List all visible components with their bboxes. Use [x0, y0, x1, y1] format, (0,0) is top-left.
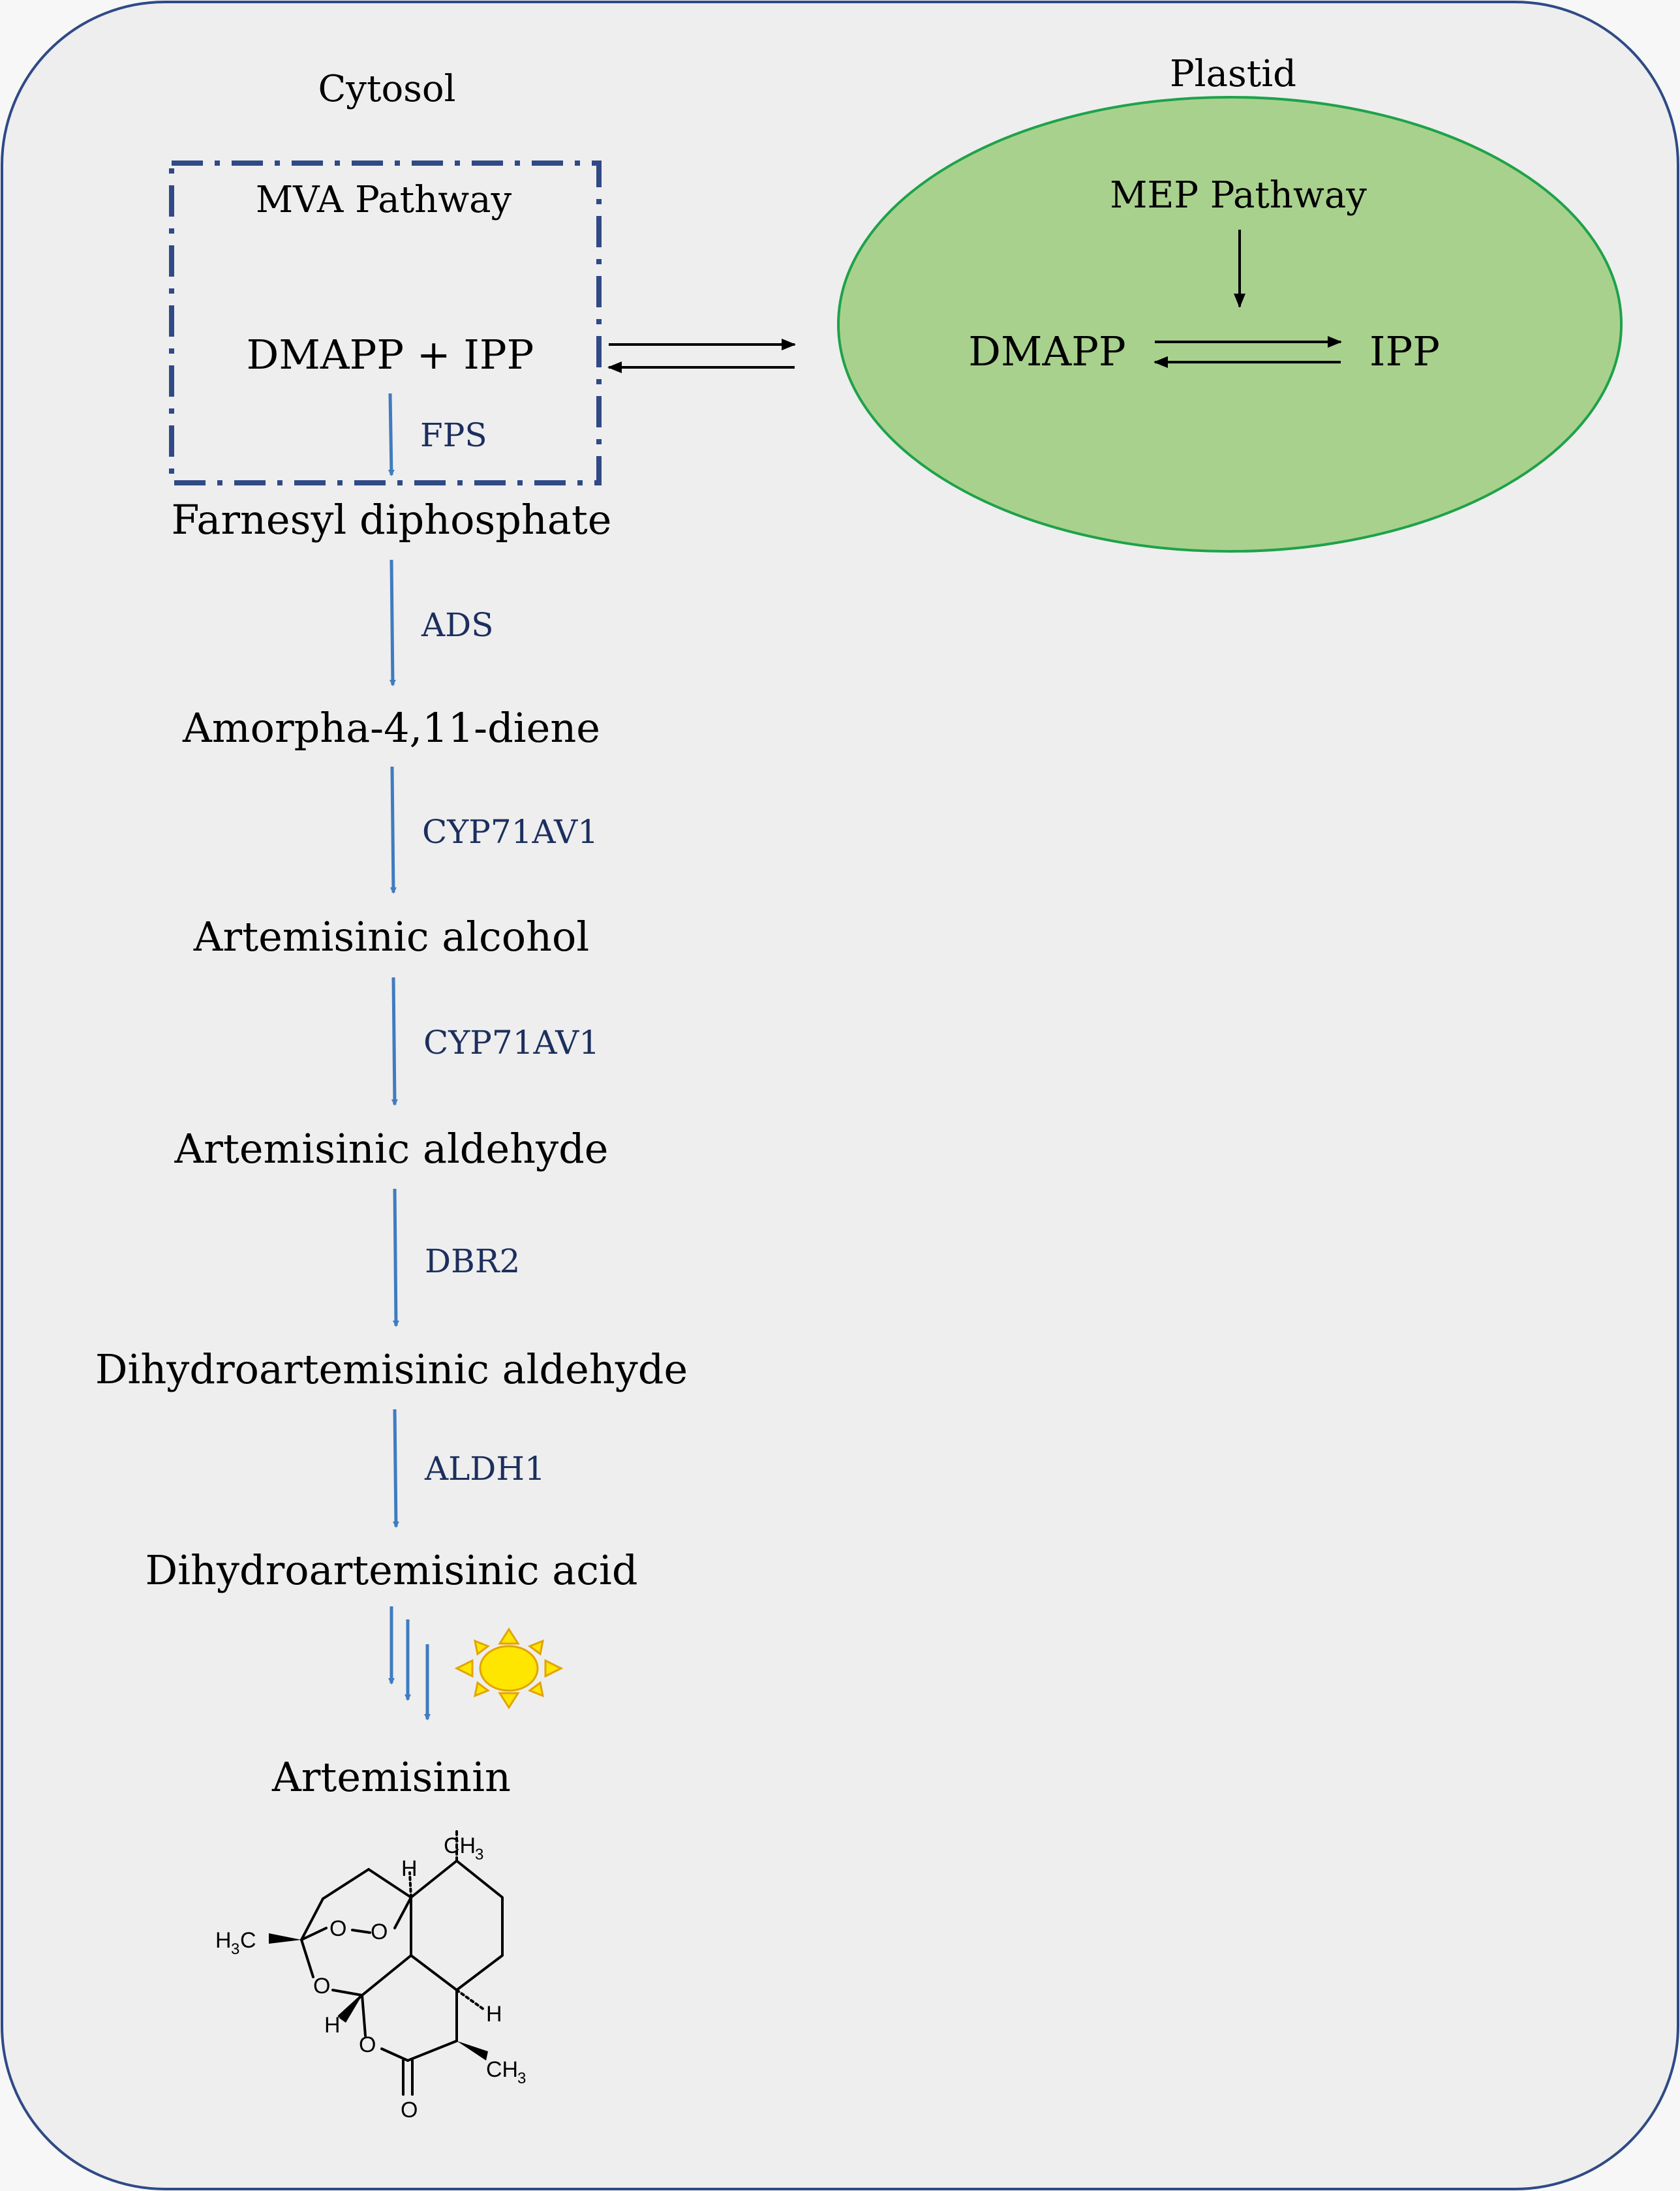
- enzyme-label: DBR2: [425, 1242, 520, 1280]
- enzyme-label: CYP71AV1: [423, 1024, 600, 1062]
- pathway-product: Farnesyl diphosphate: [172, 496, 612, 544]
- pathway-arrow: [388, 393, 395, 476]
- pathway-product: Artemisinic alcohol: [193, 913, 589, 960]
- atom-h3c-left-sub: 3: [231, 1940, 239, 1958]
- mep-pathway-label: MEP Pathway: [1110, 174, 1367, 217]
- atom-h-right: H: [486, 2002, 502, 2027]
- pathway-arrow: [389, 766, 397, 894]
- pathway-product: Artemisinic aldehyde: [174, 1125, 609, 1172]
- pathway-product: Dihydroartemisinic acid: [145, 1546, 637, 1594]
- sun-icon: [454, 1627, 564, 1709]
- atom-ch3-bottom: CH: [486, 2057, 518, 2082]
- atom-h-left: H: [324, 2013, 341, 2038]
- atom-ch3-bottom-sub: 3: [517, 2070, 526, 2087]
- pathway-steps: Farnesyl diphosphate FPS Amorpha-4,11-dien…: [95, 393, 688, 1801]
- artemisinin-structure: [300, 1829, 504, 2096]
- atom-o4: O: [359, 2032, 376, 2057]
- multi-step-arrows: [388, 1606, 431, 1721]
- mep-ipp: IPP: [1369, 328, 1440, 375]
- enzyme-label: ADS: [421, 606, 493, 644]
- pathway-arrow: [389, 559, 396, 686]
- pathway-arrow: [392, 1409, 399, 1528]
- plastid-ellipse: [837, 96, 1623, 553]
- atom-ch3-top: CH: [444, 1833, 476, 1858]
- atom-h3c-left-h: H: [215, 1928, 232, 1953]
- atom-ch3-top-sub: 3: [475, 1846, 483, 1863]
- atom-o3: O: [313, 1974, 330, 1999]
- atom-o1: O: [329, 1916, 346, 1941]
- pathway-product: Artemisinin: [271, 1753, 511, 1801]
- cytosol-label: Cytosol: [318, 68, 455, 110]
- mva-substrates: DMAPP + IPP: [247, 331, 534, 378]
- mva-pathway-label: MVA Pathway: [256, 179, 512, 221]
- pathway-product: Dihydroartemisinic aldehyde: [95, 1345, 688, 1393]
- atom-h3c-left-c: C: [240, 1928, 256, 1953]
- mva-pathway-box: [169, 161, 602, 485]
- enzyme-label: FPS: [420, 416, 487, 454]
- atom-o-carbonyl: O: [401, 2098, 418, 2122]
- artemisinin-atoms: H CH 3 H 3 C O O O H O H CH 3 O: [215, 1833, 526, 2122]
- enzyme-label: CYP71AV1: [422, 813, 598, 851]
- enzyme-label: ALDH1: [424, 1450, 545, 1488]
- pathway-arrow: [392, 1188, 399, 1327]
- artemisinin-wedges: [269, 1933, 488, 2061]
- pathway-product: Amorpha-4,11-diene: [182, 704, 600, 752]
- atom-h-top: H: [401, 1856, 418, 1881]
- mep-dmapp: DMAPP: [968, 328, 1125, 375]
- plastid-label: Plastid: [1170, 53, 1296, 95]
- atom-o2: O: [371, 1920, 388, 1944]
- pathway-arrow: [391, 977, 398, 1106]
